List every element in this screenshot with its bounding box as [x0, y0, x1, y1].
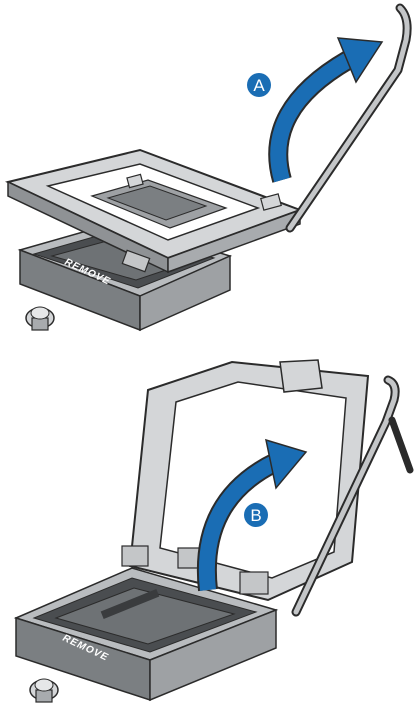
socket-base-b: REMOVE [13, 567, 279, 702]
panel-b: REMOVE B [13, 359, 414, 703]
step-badge-a: A [247, 73, 271, 97]
load-plate-a [5, 148, 303, 274]
panel-a: REMOVE A [5, 3, 412, 332]
screw-icon [29, 678, 59, 703]
lever-arm-b [291, 375, 414, 617]
lever-arm-a [285, 3, 412, 233]
screw-icon [25, 306, 55, 331]
step-label-b: B [250, 506, 261, 525]
step-label-a: A [253, 76, 265, 95]
curved-arrow-up-right-icon [268, 37, 384, 183]
step-badge-b: B [244, 503, 268, 527]
curved-arrow-up-right-icon [196, 438, 308, 592]
